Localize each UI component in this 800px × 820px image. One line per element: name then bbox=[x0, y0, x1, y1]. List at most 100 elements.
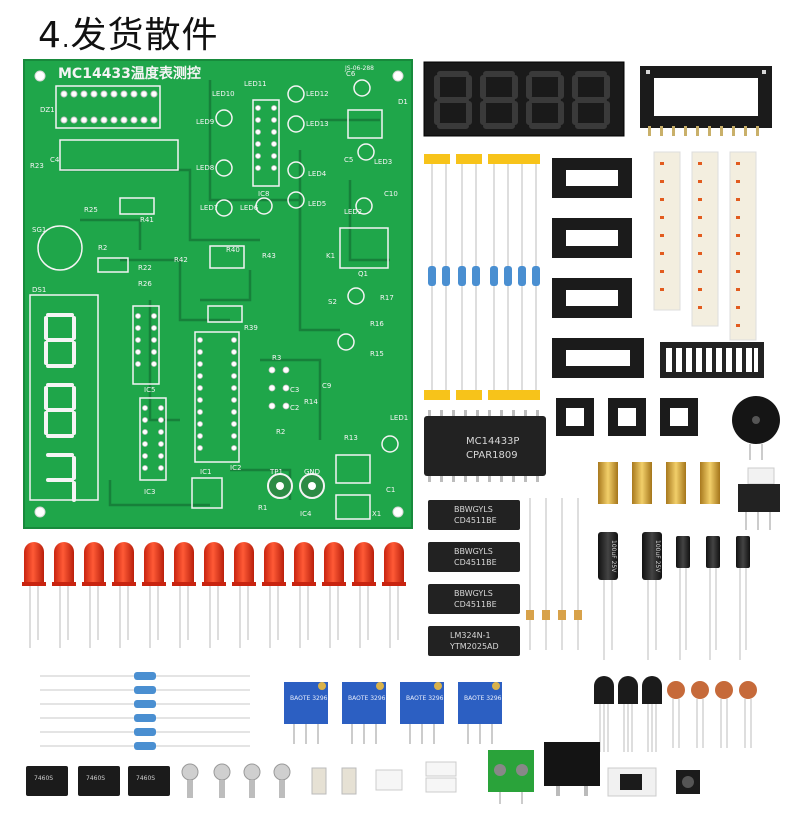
svg-text:LED6: LED6 bbox=[240, 204, 259, 212]
svg-text:CD4511BE: CD4511BE bbox=[454, 600, 497, 609]
terminal-block bbox=[488, 750, 534, 804]
svg-text:LED10: LED10 bbox=[212, 90, 235, 98]
svg-text:IC1: IC1 bbox=[200, 468, 211, 476]
svg-text:R16: R16 bbox=[370, 320, 384, 328]
svg-text:7460S: 7460S bbox=[34, 775, 53, 782]
svg-text:LED2: LED2 bbox=[344, 208, 362, 216]
svg-text:C5: C5 bbox=[344, 156, 353, 164]
svg-text:R42: R42 bbox=[174, 256, 188, 264]
relay bbox=[544, 742, 600, 796]
svg-text:R43: R43 bbox=[262, 252, 276, 260]
red-led bbox=[202, 542, 226, 648]
svg-text:R26: R26 bbox=[138, 280, 152, 288]
dip-chip-mc14433: MC14433P CPAR1809 bbox=[424, 410, 546, 482]
svg-text:BBWGYLS: BBWGYLS bbox=[454, 589, 493, 598]
red-led bbox=[232, 542, 256, 648]
svg-text:K1: K1 bbox=[326, 252, 335, 260]
svg-text:LED4: LED4 bbox=[308, 170, 327, 178]
svg-text:LED12: LED12 bbox=[306, 90, 329, 98]
svg-text:R15: R15 bbox=[370, 350, 384, 358]
red-led bbox=[292, 542, 316, 648]
svg-text:C9: C9 bbox=[322, 382, 331, 390]
svg-text:R40: R40 bbox=[226, 246, 240, 254]
pcb-date-code: JS-06-288 bbox=[344, 65, 374, 72]
svg-text:BAOTE 3296: BAOTE 3296 bbox=[464, 695, 502, 702]
svg-text:R39: R39 bbox=[244, 324, 258, 332]
svg-text:100uF 25V: 100uF 25V bbox=[610, 540, 617, 573]
brass-standoffs bbox=[598, 462, 720, 504]
svg-text:100uF 25V: 100uF 25V bbox=[654, 540, 661, 573]
tactile-button bbox=[676, 770, 700, 794]
svg-text:R41: R41 bbox=[140, 216, 154, 224]
ceramic-capacitors bbox=[667, 681, 757, 748]
svg-text:CPAR1809: CPAR1809 bbox=[466, 450, 518, 461]
svg-text:C1: C1 bbox=[386, 486, 395, 494]
svg-text:R25: R25 bbox=[84, 206, 98, 214]
resistor-group-horizontal bbox=[40, 672, 250, 750]
svg-text:LED7: LED7 bbox=[200, 204, 218, 212]
led-bar-graph bbox=[660, 342, 764, 378]
svg-text:7460S: 7460S bbox=[86, 775, 105, 782]
svg-text:IC5: IC5 bbox=[144, 386, 155, 394]
svg-text:R1: R1 bbox=[258, 504, 267, 512]
svg-text:S2: S2 bbox=[328, 298, 337, 306]
transistors bbox=[594, 676, 662, 752]
svg-text:IC8: IC8 bbox=[258, 190, 269, 198]
svg-text:R14: R14 bbox=[304, 398, 318, 406]
heading-dot: . bbox=[61, 25, 71, 53]
svg-text:DS1: DS1 bbox=[32, 286, 46, 294]
svg-text:LED9: LED9 bbox=[196, 118, 214, 126]
svg-text:C10: C10 bbox=[384, 190, 398, 198]
red-leds bbox=[22, 542, 406, 648]
svg-text:CD4511BE: CD4511BE bbox=[454, 558, 497, 567]
svg-text:CD4511BE: CD4511BE bbox=[454, 516, 497, 525]
ic-socket-large bbox=[640, 66, 772, 136]
red-led bbox=[172, 542, 196, 648]
svg-text:R22: R22 bbox=[138, 264, 152, 272]
svg-text:YTM2025AD: YTM2025AD bbox=[449, 642, 499, 651]
svg-text:R2: R2 bbox=[276, 428, 285, 436]
svg-text:IC2: IC2 bbox=[230, 464, 241, 472]
potentiometer: BAOTE 3296 bbox=[458, 682, 502, 744]
svg-text:TP1: TP1 bbox=[269, 468, 283, 476]
jumper-caps bbox=[375, 761, 457, 793]
heading-number: 4 bbox=[38, 15, 62, 56]
svg-text:LED5: LED5 bbox=[308, 200, 326, 208]
diodes bbox=[526, 498, 582, 650]
potentiometers: BAOTE 3296 BAOTE 3296 BAOTE 3296 BAOTE 3… bbox=[284, 682, 502, 744]
svg-text:R17: R17 bbox=[380, 294, 394, 302]
svg-text:R13: R13 bbox=[344, 434, 358, 442]
small-dip-chips: 7460S 7460S 7460S bbox=[26, 766, 170, 796]
electrolytic-capacitors: 100uF 25V 100uF 25V bbox=[598, 532, 750, 660]
svg-text:C6: C6 bbox=[346, 70, 356, 78]
svg-text:D1: D1 bbox=[398, 98, 408, 106]
buzzer bbox=[732, 396, 780, 460]
soic-chip-on-adapter bbox=[607, 767, 657, 797]
potentiometer: BAOTE 3296 bbox=[342, 682, 386, 744]
svg-text:BAOTE 3296: BAOTE 3296 bbox=[406, 695, 444, 702]
svg-text:C2: C2 bbox=[290, 404, 299, 412]
red-led bbox=[52, 542, 76, 648]
svg-text:IC4: IC4 bbox=[300, 510, 312, 518]
svg-text:LED13: LED13 bbox=[306, 120, 329, 128]
svg-text:R23: R23 bbox=[30, 162, 44, 170]
red-led bbox=[82, 542, 106, 648]
svg-text:BBWGYLS: BBWGYLS bbox=[454, 547, 493, 556]
svg-text:7460S: 7460S bbox=[136, 775, 155, 782]
svg-text:DZ1: DZ1 bbox=[40, 106, 55, 114]
svg-text:BAOTE 3296: BAOTE 3296 bbox=[290, 695, 328, 702]
seven-segment-display bbox=[423, 61, 625, 137]
svg-text:R2: R2 bbox=[98, 244, 107, 252]
section-heading: 4.发货散件 bbox=[38, 6, 219, 58]
red-led bbox=[22, 542, 46, 648]
red-led bbox=[262, 542, 286, 648]
svg-text:MC14433P: MC14433P bbox=[466, 436, 519, 447]
red-led bbox=[142, 542, 166, 648]
svg-text:R3: R3 bbox=[272, 354, 281, 362]
pcb-title: MC14433温度表测控 bbox=[58, 65, 201, 82]
svg-text:GND: GND bbox=[304, 468, 320, 476]
svg-text:SG1: SG1 bbox=[32, 226, 46, 234]
push-switch bbox=[738, 467, 780, 530]
red-led bbox=[352, 542, 376, 648]
